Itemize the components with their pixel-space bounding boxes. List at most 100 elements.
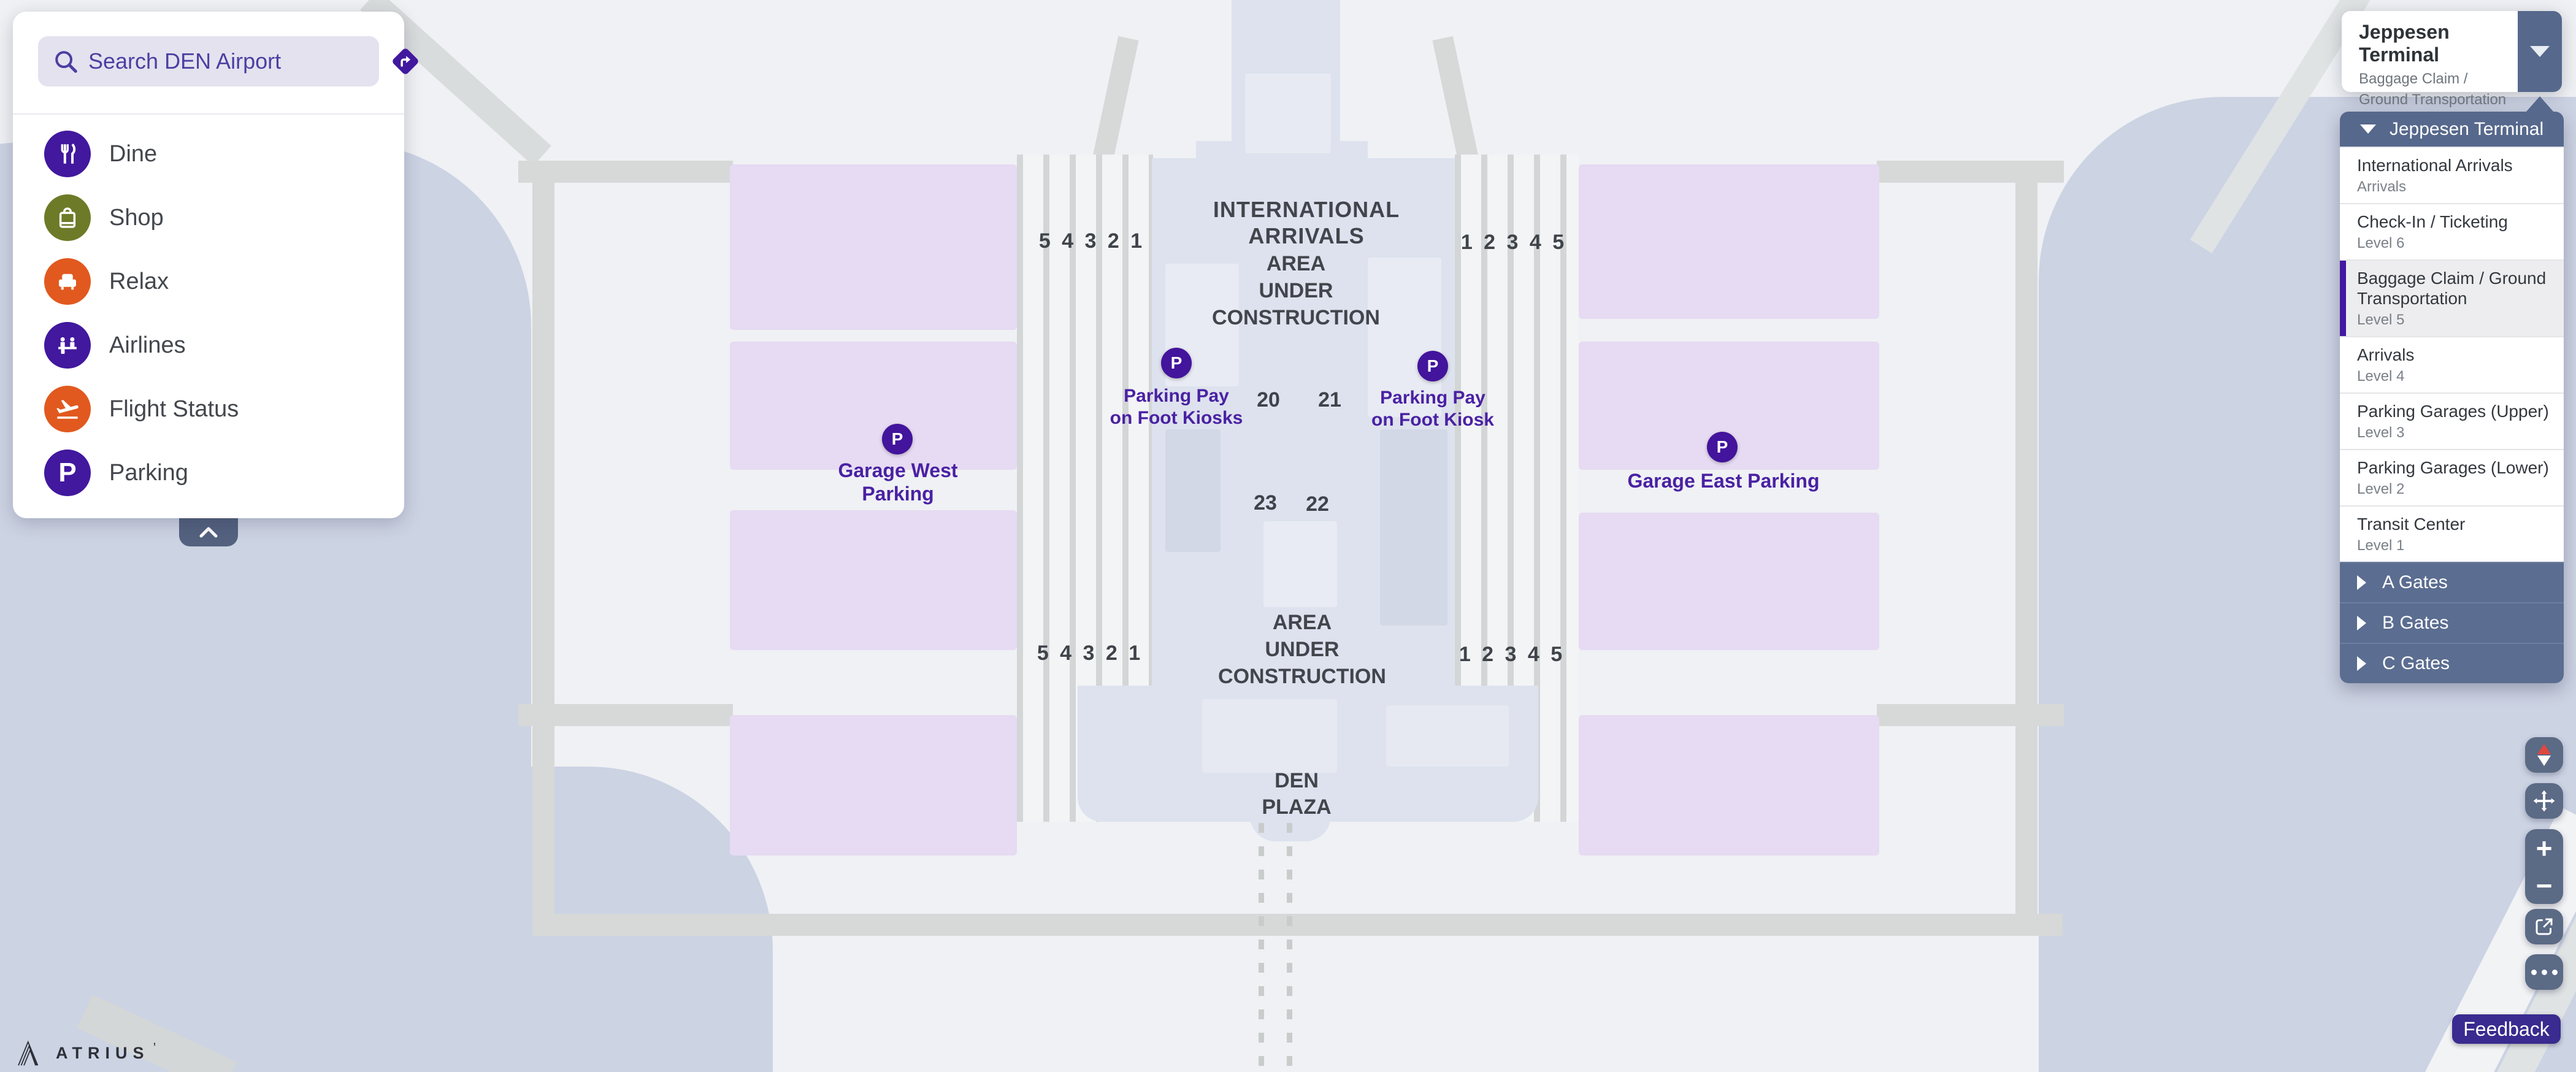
door-number-20: 20 [1257,388,1280,412]
garage-east-marker[interactable]: P [1707,432,1738,462]
map-road [1090,36,1139,173]
map-road [2015,161,2037,936]
terminal-selector-subtitle: Baggage Claim / Ground Transportation [2359,71,2507,108]
armchair-icon [44,258,91,305]
levels-panel-header[interactable]: Jeppesen Terminal [2340,112,2564,147]
chevron-up-icon [199,527,218,538]
door-number-22: 22 [1306,492,1329,516]
level-row-parking-garages-upper[interactable]: Parking Garages (Upper) Level 3 [2340,392,2564,450]
terminal-detail [1386,705,1509,767]
level-row-baggage-claim[interactable]: Baggage Claim / Ground Transportation Le… [2340,259,2564,337]
atrius-brand-name: ATRIUS [56,1043,150,1062]
search-panel: Dine Shop [13,12,418,518]
area-under-construction-label-top: AREA UNDER CONSTRUCTION [1212,252,1380,330]
level-row-transit-center[interactable]: Transit Center Level 1 [2340,505,2564,562]
levels-panel: Jeppesen Terminal International Arrivals… [2340,112,2564,684]
chevron-right-icon [2357,575,2366,591]
menu-item-label: Dine [109,140,158,167]
pan-button[interactable] [2525,783,2563,819]
directions-icon[interactable] [388,44,423,78]
feedback-button[interactable]: Feedback [2452,1014,2561,1044]
zoom-in-button[interactable]: + [2536,832,2553,864]
chevron-down-icon [2359,124,2376,134]
map-road [532,914,2063,936]
terminal-detail [1245,74,1331,153]
gates-row-b[interactable]: B Gates [2340,602,2564,643]
terminal-selector-text: Jeppesen Terminal Baggage Claim / Ground… [2342,11,2518,108]
chevron-right-icon [2357,656,2366,672]
parking-block [1579,164,1879,319]
train-line-dashed [1259,823,1264,1072]
zoom-control: + − [2525,829,2563,904]
garage-west-marker[interactable]: P [882,424,913,454]
parking-block [730,715,1017,856]
terminal-detail [1165,429,1221,552]
share-button[interactable] [2525,909,2563,944]
level-row-checkin-ticketing[interactable]: Check-In / Ticketing Level 6 [2340,203,2564,260]
gate-numbers-east-top: 1 2 3 4 5 [1460,231,1565,254]
menu-item-relax[interactable]: Relax [13,250,404,313]
menu-item-dine[interactable]: Dine [13,122,404,186]
map-road [532,161,554,936]
den-plaza-label: DEN PLAZA [1262,769,1332,819]
gates-row-c[interactable]: C Gates [2340,643,2564,684]
gate-numbers-west-top: 5 4 3 2 1 [1038,229,1143,253]
level-row-arrivals[interactable]: Arrivals Level 4 [2340,336,2564,393]
atrius-logo-icon [18,1040,39,1066]
menu-item-flight-status[interactable]: Flight Status [13,377,404,441]
area-under-construction-label-bottom: AREA UNDER CONSTRUCTION [1218,611,1386,689]
menu-item-label: Relax [109,268,169,294]
parking-block [1579,513,1879,650]
international-arrivals-label: INTERNATIONAL ARRIVALS [1213,197,1400,249]
parking-kiosks-west-label: Parking Pay on Foot Kiosks [1110,386,1243,428]
trademark-tick: ’ [153,1040,156,1055]
menu-item-label: Parking [109,459,188,486]
parking-block [1579,715,1879,856]
parking-block [730,164,1017,330]
gate-numbers-west-bottom: 5 4 3 2 1 [1037,641,1141,665]
fork-knife-icon [44,131,91,177]
garage-east-label: Garage East Parking [1627,470,1820,492]
map-road [1432,36,1481,173]
menu-item-label: Shop [109,204,164,231]
terminal-selector-toggle[interactable] [2518,11,2562,92]
train-line-dashed [1287,823,1292,1072]
level-row-parking-garages-lower[interactable]: Parking Garages (Lower) Level 2 [2340,449,2564,506]
door-number-23: 23 [1254,491,1277,515]
garage-west-label: Garage West Parking [838,459,958,505]
chevron-right-icon [2357,616,2366,631]
more-options-button[interactable] [2525,954,2563,990]
menu-item-shop[interactable]: Shop [13,186,404,250]
search-icon [55,51,77,73]
gates-row-a[interactable]: A Gates [2340,562,2564,603]
levels-panel-header-label: Jeppesen Terminal [2389,118,2544,139]
collapse-menu-button[interactable] [179,518,238,546]
parking-kiosk-marker-west[interactable]: P [1161,348,1192,378]
terminal-detail [1368,258,1441,417]
terminal-detail [1202,699,1337,773]
compass-icon [2537,744,2551,754]
parking-kiosk-marker-east[interactable]: P [1417,351,1448,381]
search-bar[interactable] [38,36,418,86]
terminal-selector-dropdown[interactable]: Jeppesen Terminal Baggage Claim / Ground… [2342,11,2562,108]
level-row-international-arrivals[interactable]: International Arrivals Arrivals [2340,147,2564,204]
panel-divider [13,113,404,115]
parking-kiosk-east-label: Parking Pay on Foot Kiosk [1371,388,1494,430]
chevron-down-icon [2530,46,2550,57]
gate-numbers-east-bottom: 1 2 3 4 5 [1459,643,1563,666]
search-input[interactable] [88,48,374,74]
parking-p-icon: P [44,450,91,496]
pan-icon [2533,790,2555,812]
menu-item-airlines[interactable]: Airlines [13,313,404,377]
terminal-selector-title: Jeppesen Terminal [2359,21,2450,66]
door-number-21: 21 [1318,388,1341,412]
zoom-out-button[interactable]: − [2536,869,2553,902]
menu-item-label: Flight Status [109,396,239,422]
atrius-brand: ATRIUS ’ [13,1036,156,1070]
ellipsis-icon [2531,969,2537,975]
airline-desk-icon [44,322,91,369]
menu-item-label: Airlines [109,332,186,358]
menu-item-parking[interactable]: P Parking [13,441,404,505]
compass-button[interactable] [2525,737,2563,773]
